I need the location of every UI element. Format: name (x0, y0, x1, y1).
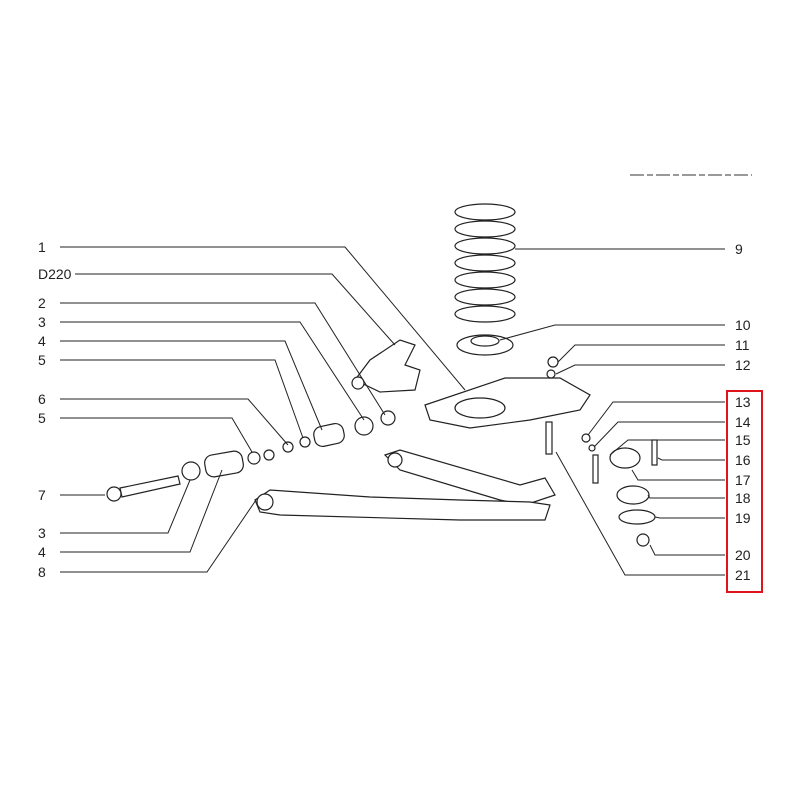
leader-line (60, 479, 191, 534)
leader-line (60, 469, 223, 553)
callout-label: 5 (38, 410, 46, 426)
washer-6a (282, 441, 294, 453)
leader-line (649, 544, 725, 556)
ball-joint-17 (609, 447, 641, 469)
callout-label: 3 (38, 314, 46, 330)
bushing-2 (380, 410, 396, 426)
rubber-bush-4 (313, 422, 345, 448)
washer-6b (263, 449, 275, 461)
leader-line (587, 401, 725, 436)
leader-line (60, 359, 304, 439)
callout-label: 8 (38, 564, 46, 580)
leader-line (654, 516, 725, 519)
bolt-21 (545, 421, 553, 455)
leader-line (593, 421, 725, 448)
callout-label: 18 (735, 490, 751, 506)
leader-line (647, 494, 725, 499)
leader-line (75, 273, 396, 346)
washer-14 (588, 444, 596, 452)
plate-19 (618, 509, 656, 525)
bolt-7 (106, 475, 181, 502)
callout-label: 12 (735, 357, 751, 373)
leader-line (60, 246, 466, 391)
callout-label: 10 (735, 317, 751, 333)
nut-20 (636, 533, 650, 547)
callout-label: 4 (38, 544, 46, 560)
leader-line (60, 321, 365, 421)
leader-line (557, 344, 725, 363)
housing-18 (616, 485, 650, 505)
callout-label: D220 (38, 266, 72, 282)
leader-line (60, 398, 289, 446)
callout-label: 16 (735, 452, 751, 468)
lower-arm-eye (256, 493, 274, 511)
leader-line (60, 302, 386, 416)
leader-line (60, 340, 323, 431)
washer-12 (546, 369, 556, 379)
washer-3 (354, 416, 374, 436)
callout-label: 19 (735, 510, 751, 526)
spring-seat (456, 334, 514, 356)
leader-lines (60, 246, 725, 576)
leader-line (631, 469, 725, 481)
callout-label: 2 (38, 295, 46, 311)
callout-label: 15 (735, 432, 751, 448)
nut-11 (547, 356, 559, 368)
mount-boss (454, 397, 506, 419)
callout-label: 11 (735, 337, 750, 353)
leader-line (499, 324, 725, 341)
leader-line (657, 457, 725, 461)
body-bracket (354, 339, 421, 393)
callout-label: 13 (735, 394, 751, 410)
washer-3b (181, 461, 201, 481)
leader-line (609, 439, 725, 456)
washer-5 (299, 436, 311, 448)
leader-line (555, 364, 725, 375)
washer-5b (247, 451, 261, 465)
callout-label: 1 (38, 239, 46, 255)
bolt-16 (651, 439, 658, 466)
coil-spring (454, 203, 516, 323)
callout-label: 7 (38, 487, 46, 503)
bracket-hole (351, 376, 365, 390)
rubber-bush-4b (204, 450, 244, 478)
callout-label: 6 (38, 391, 46, 407)
callout-label: 20 (735, 547, 751, 563)
upper-arm-eye (387, 452, 403, 468)
leader-line (60, 499, 257, 573)
highlight-box (726, 390, 763, 593)
leader-line (60, 417, 253, 453)
leader-line (555, 451, 725, 576)
lower-arm-8 (254, 489, 551, 521)
nut-13 (581, 433, 591, 443)
callout-label: 17 (735, 472, 751, 488)
bolt-15 (592, 454, 599, 484)
callout-label: 14 (735, 414, 751, 430)
upper-arm (383, 449, 556, 506)
callout-label: 4 (38, 333, 46, 349)
callout-label: 9 (735, 241, 743, 257)
callout-label: 3 (38, 525, 46, 541)
callout-label: 5 (38, 352, 46, 368)
callout-label: 21 (735, 567, 751, 583)
suspension-mount-plate (424, 377, 591, 429)
